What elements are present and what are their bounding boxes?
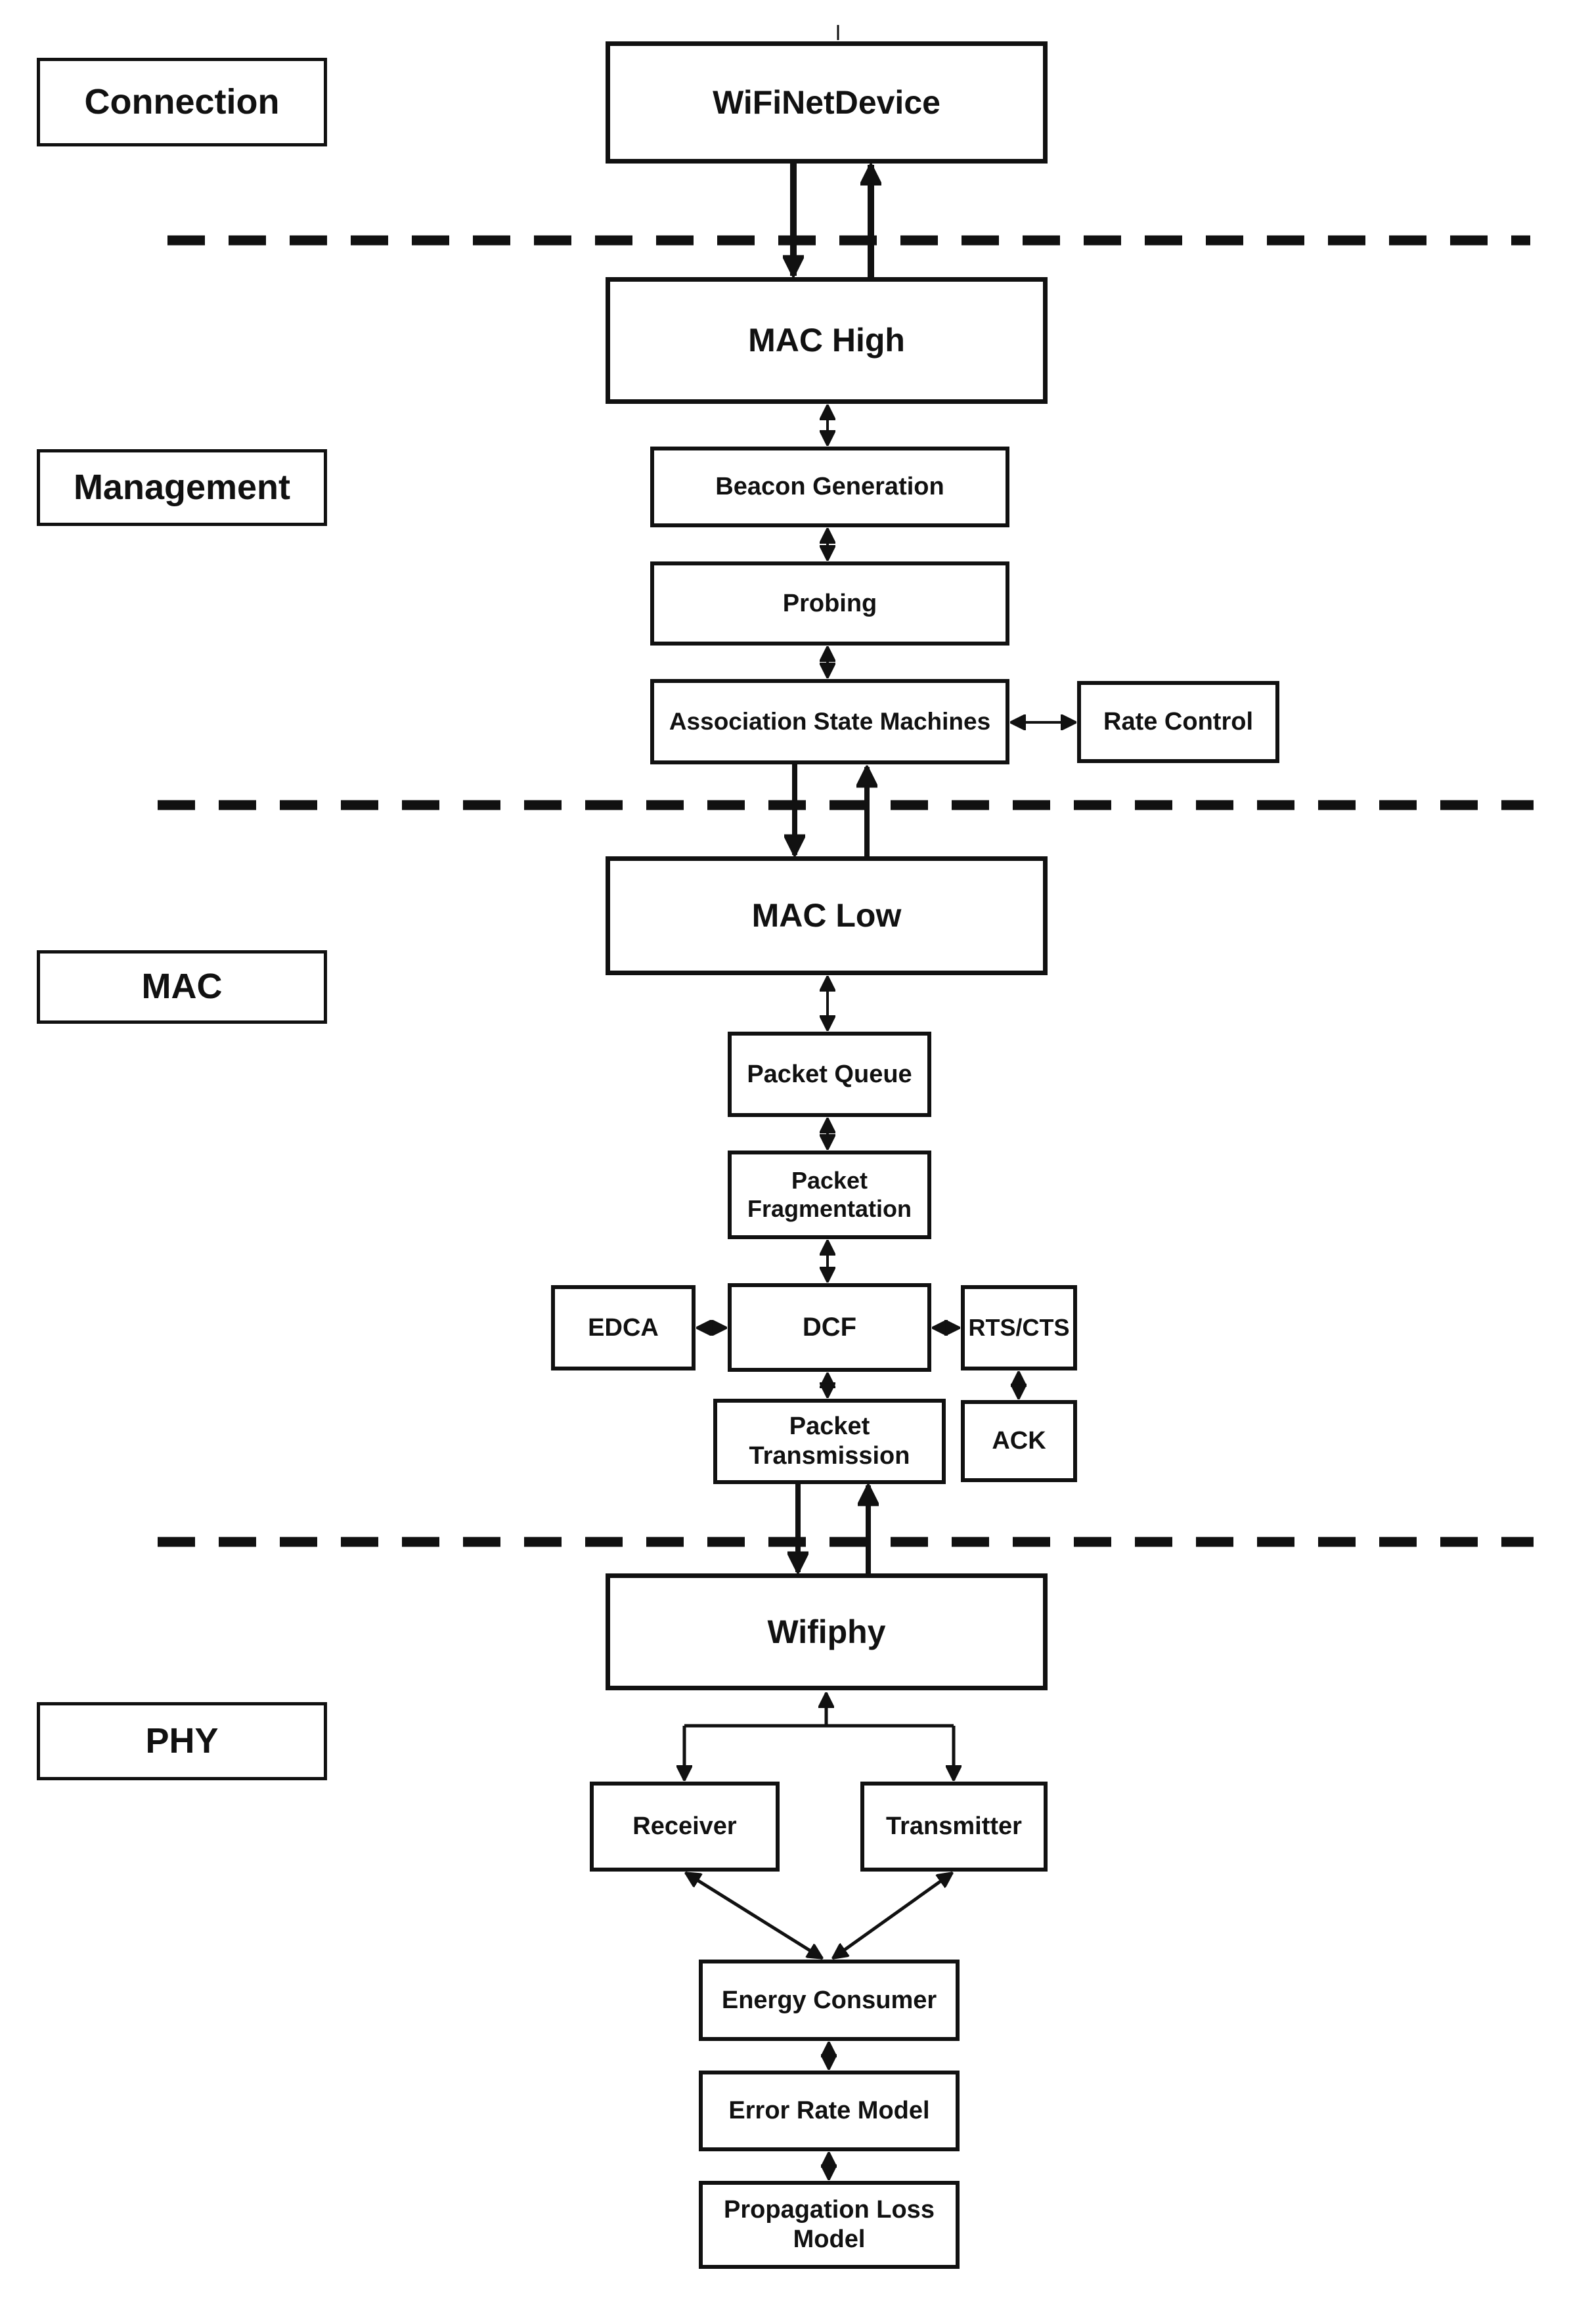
node-error-rate-model: Error Rate Model — [699, 2071, 960, 2151]
node-error-rate-model-label: Error Rate Model — [728, 2097, 930, 2125]
node-receiver-label: Receiver — [632, 1812, 737, 1841]
layer-label-mac-text: MAC — [141, 967, 223, 1007]
node-packet-transmission-label: Packet Transmission — [749, 1413, 910, 1470]
node-transmitter-label: Transmitter — [886, 1812, 1022, 1841]
node-rate-control: Rate Control — [1077, 681, 1279, 763]
node-propagation-loss-model: Propagation Loss Model — [699, 2181, 960, 2269]
node-ack-label: ACK — [992, 1427, 1046, 1455]
node-ack: ACK — [961, 1400, 1077, 1482]
node-association-state-machines: Association State Machines — [650, 679, 1009, 764]
node-probing: Probing — [650, 561, 1009, 646]
node-packet-queue-label: Packet Queue — [747, 1060, 912, 1088]
node-transmitter: Transmitter — [860, 1782, 1048, 1872]
node-mac-high-label: MAC High — [748, 322, 905, 359]
node-receiver: Receiver — [590, 1782, 780, 1872]
node-propagation-loss-model-label: Propagation Loss Model — [724, 2196, 935, 2253]
node-wifiphy: Wifiphy — [606, 1573, 1048, 1690]
node-mac-low: MAC Low — [606, 856, 1048, 975]
node-wifinetdevice: WiFiNetDevice — [606, 41, 1048, 164]
node-wifiphy-label: Wifiphy — [767, 1613, 886, 1650]
node-edca-label: EDCA — [588, 1313, 659, 1342]
node-dcf: DCF — [728, 1283, 931, 1372]
layer-label-phy: PHY — [37, 1702, 327, 1780]
layer-label-connection: Connection — [37, 58, 327, 146]
node-packet-fragmentation-label: Packet Fragmentation — [747, 1167, 912, 1222]
node-packet-queue: Packet Queue — [728, 1032, 931, 1117]
arrow-transmitter-energy — [833, 1873, 952, 1958]
node-mac-low-label: MAC Low — [751, 897, 902, 934]
layer-label-management-text: Management — [73, 467, 291, 507]
node-beacon-generation-label: Beacon Generation — [715, 473, 944, 501]
node-association-state-machines-label: Association State Machines — [669, 708, 991, 735]
node-beacon-generation: Beacon Generation — [650, 447, 1009, 527]
layer-label-phy-text: PHY — [145, 1721, 219, 1761]
node-packet-fragmentation: Packet Fragmentation — [728, 1151, 931, 1239]
layer-label-mac: MAC — [37, 950, 327, 1024]
node-probing-label: Probing — [782, 589, 877, 617]
node-rate-control-label: Rate Control — [1103, 708, 1253, 736]
layer-label-management: Management — [37, 449, 327, 526]
node-energy-consumer: Energy Consumer — [699, 1960, 960, 2041]
node-energy-consumer-label: Energy Consumer — [721, 1986, 937, 2014]
node-edca: EDCA — [551, 1285, 696, 1370]
node-dcf-label: DCF — [802, 1312, 857, 1342]
arrow-receiver-energy — [686, 1871, 822, 1960]
node-packet-transmission: Packet Transmission — [713, 1399, 946, 1484]
node-rts-cts-label: RTS/CTS — [968, 1313, 1070, 1341]
node-mac-high: MAC High — [606, 277, 1048, 404]
layer-label-connection-text: Connection — [84, 81, 280, 121]
node-rts-cts: RTS/CTS — [961, 1285, 1077, 1370]
node-wifinetdevice-label: WiFiNetDevice — [713, 83, 940, 121]
